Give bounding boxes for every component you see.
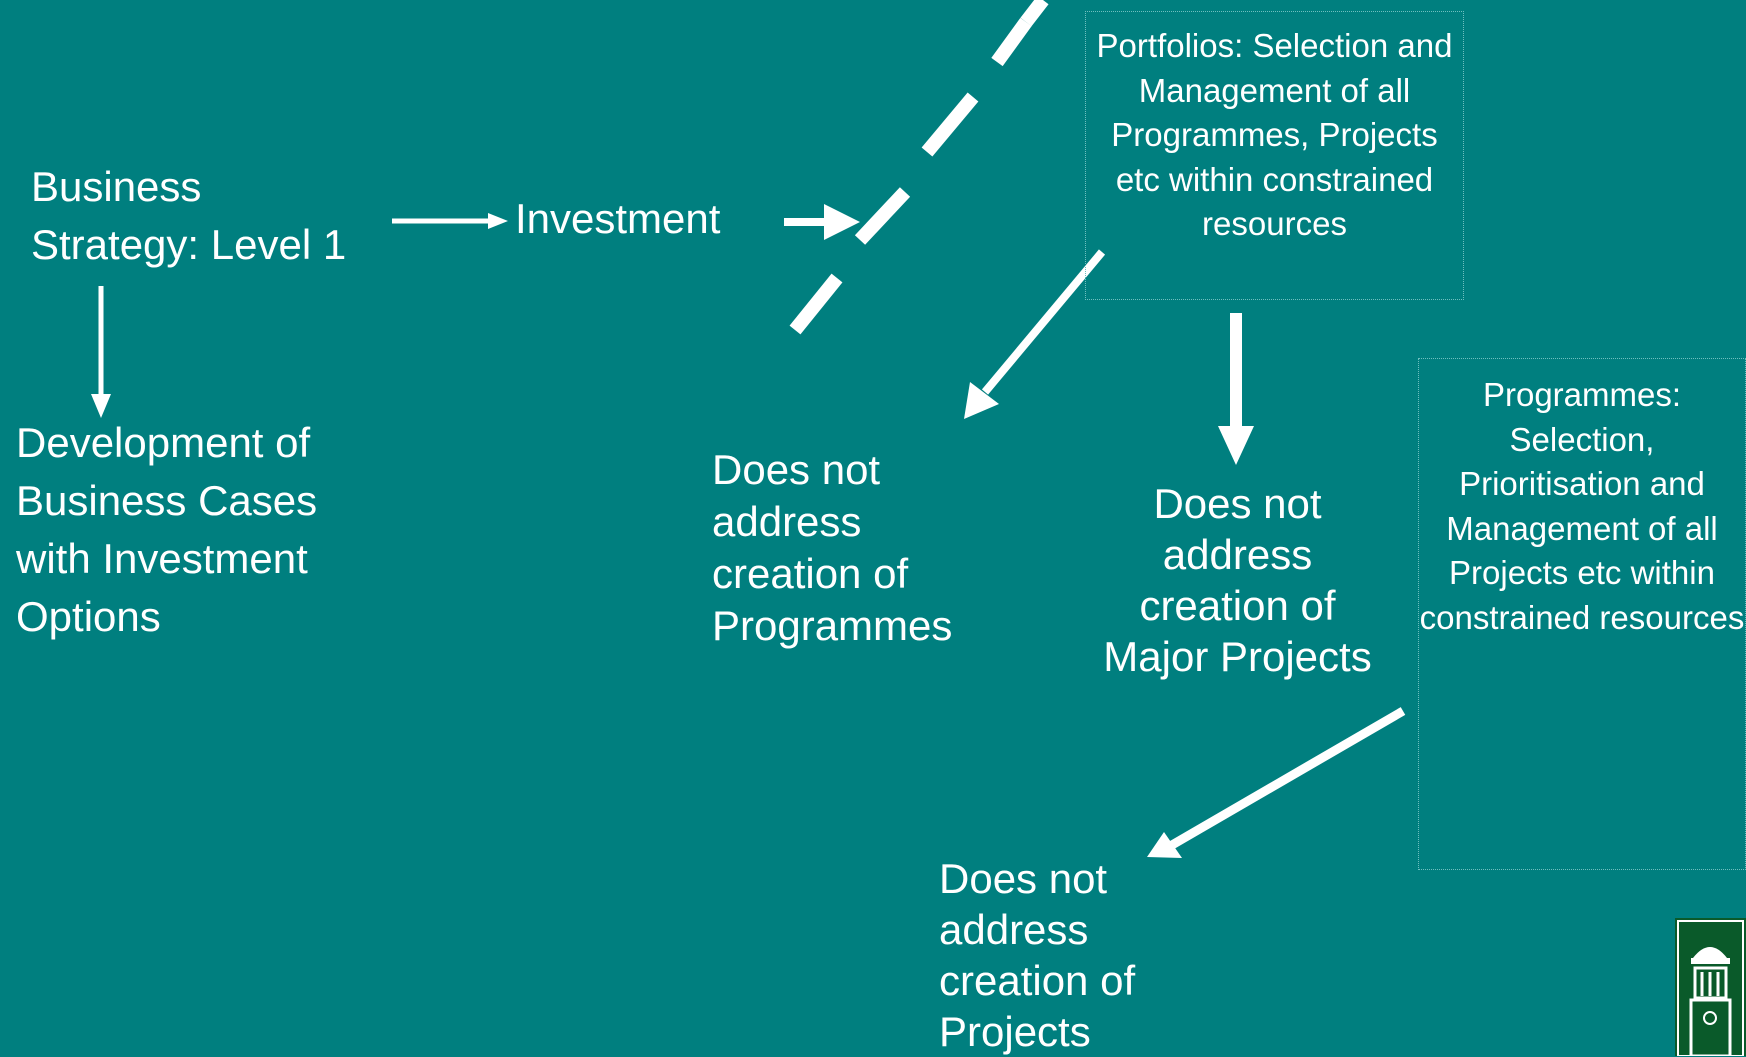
arrow-programmes-to-projects — [1169, 707, 1406, 849]
arrowhead-investment-to-barrier — [824, 204, 860, 240]
arrowhead-portfolios-to-programmes — [964, 382, 999, 419]
arrow-portfolios-to-programmes — [981, 249, 1106, 395]
node-programmes-box: Programmes: Selection, Prioritisation an… — [1418, 358, 1746, 870]
arrowhead-strategy-to-cases — [91, 394, 111, 418]
node-business-cases: Development of Business Cases with Inves… — [16, 419, 318, 640]
node-no-projects: Does not address creation of Projects — [939, 855, 1136, 1055]
university-tower-logo-icon — [1675, 918, 1746, 1056]
arrowhead-portfolios-to-major-projects — [1218, 426, 1254, 465]
node-no-major-projects: Does not address creation of Major Proje… — [1103, 480, 1372, 680]
node-portfolios-box: Portfolios: Selection and Management of … — [1085, 11, 1464, 300]
node-no-programmes: Does not address creation of Programmes — [712, 446, 953, 649]
arrowhead-strategy-to-investment — [488, 213, 508, 229]
node-investment: Investment — [515, 195, 721, 242]
arrowhead-programmes-to-projects — [1147, 832, 1182, 858]
dashed-barrier — [789, 0, 1049, 335]
node-business-strategy: Business Strategy: Level 1 — [31, 163, 347, 268]
